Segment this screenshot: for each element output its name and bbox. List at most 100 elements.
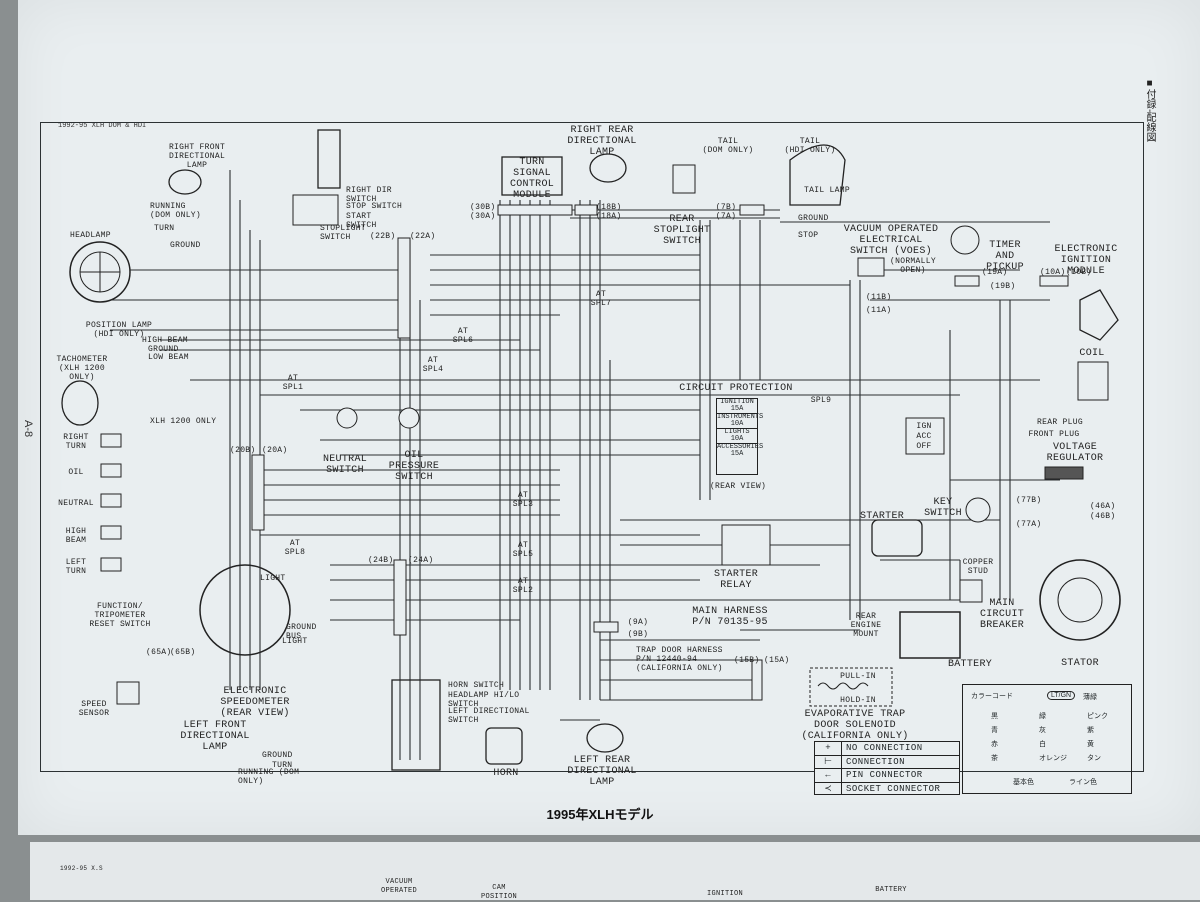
next-page-label: VACUUM OPERATED	[380, 878, 417, 895]
ground3-label: GROUND	[262, 751, 293, 760]
connector-9b: (9B)	[627, 630, 649, 639]
color-key-item: 茶	[991, 755, 998, 762]
section-tag: ■付録-配線図	[1144, 78, 1155, 143]
fuse-ignition: IGNITION 15A	[717, 399, 757, 414]
legend-pin-connector: ←PIN CONNECTOR	[815, 769, 959, 783]
main-harness-label: MAIN HARNESS P/N 70135-95	[692, 606, 768, 628]
ground4-label: GROUND	[798, 214, 829, 223]
connector-30a: (30A)	[470, 212, 496, 221]
color-key-item: ピンク	[1087, 713, 1108, 720]
high-beam-ind-label: HIGH BEAM	[65, 527, 87, 545]
circuit-protection-label: CIRCUIT PROTECTION	[679, 383, 793, 394]
horn-label: HORN	[493, 768, 519, 779]
high-beam-label: HIGH BEAM	[142, 336, 188, 345]
battery-icon	[899, 611, 961, 659]
speed-sensor-icon	[116, 681, 140, 705]
next-page-header: 1992-95 X.S	[60, 865, 103, 872]
legend-connection: ⊢CONNECTION	[815, 755, 959, 769]
rear-view-label: (REAR VIEW)	[709, 482, 767, 491]
splice-5: AT SPL5	[512, 541, 534, 559]
splice-3: AT SPL3	[512, 491, 534, 509]
connector-65a: (65A)	[146, 648, 172, 657]
left-rear-lamp-icon	[586, 723, 624, 753]
connector-18a: (18A)	[596, 212, 622, 221]
hold-in-label: HOLD-IN	[840, 696, 876, 705]
voes-label: VACUUM OPERATED ELECTRICAL SWITCH (VOES)	[843, 224, 939, 257]
right-rear-lamp-icon	[589, 153, 627, 183]
color-key-base: 基本色	[1013, 779, 1034, 786]
connector-65b: (65B)	[170, 648, 196, 657]
circuit-breaker-icon	[959, 579, 983, 603]
color-key-item: 黄	[1087, 741, 1094, 748]
left-rear-lamp-label: LEFT REAR DIRECTIONAL LAMP	[567, 755, 637, 788]
evap-solenoid-box	[809, 667, 893, 707]
horn-icon	[485, 727, 523, 765]
starter-relay-icon	[721, 524, 771, 566]
tail-lamp-icon	[789, 144, 846, 206]
connector-15a: (15A)	[764, 656, 790, 665]
color-key-item: 赤	[991, 741, 998, 748]
connector-blocks	[251, 204, 1069, 701]
connector-18b: (18B)	[596, 203, 622, 212]
splice-8: AT SPL8	[284, 539, 306, 557]
key-switch-icon	[965, 497, 991, 523]
tail-lamp-label: TAIL LAMP	[804, 186, 850, 195]
speedometer-icon	[199, 564, 291, 656]
connector-11b: (11B)	[866, 293, 892, 302]
timer-icon	[950, 225, 980, 255]
oil-label: OIL	[68, 468, 84, 477]
connector-10a: (10A)	[1040, 268, 1066, 277]
fuse-lights: LIGHTS 10A	[717, 429, 757, 444]
left-turn-label: LEFT TURN	[65, 558, 87, 576]
diagram-frame	[40, 122, 1144, 772]
turn-label: TURN	[154, 224, 175, 233]
speedometer-label: ELECTRONIC SPEEDOMETER (REAR VIEW)	[220, 686, 290, 719]
stop-switch-label: STOP SWITCH	[346, 202, 403, 211]
connector-10b: (10B)	[1066, 268, 1092, 277]
stator-icon	[1039, 559, 1121, 641]
color-key-item: タン	[1087, 755, 1101, 762]
right-turn-label: RIGHT TURN	[63, 433, 89, 451]
page-number: A-8	[22, 420, 34, 438]
next-page-label: CAM POSITION	[480, 884, 517, 901]
right-front-lamp-label: RIGHT FRONT DIRECTIONAL LAMP	[168, 143, 226, 170]
connector-24a: (24A)	[408, 556, 434, 565]
key-ign-label: IGN	[916, 422, 932, 431]
low-beam-label: LOW BEAM	[148, 353, 189, 362]
color-key-item: 黒	[991, 713, 998, 720]
left-front-lamp-label: LEFT FRONT DIRECTIONAL LAMP	[180, 720, 250, 753]
timer-pickup-label: TIMER AND PICKUP	[986, 240, 1024, 273]
normally-open-label: (NORMALLY OPEN)	[890, 257, 936, 275]
connector-7b: (7B)	[715, 203, 737, 212]
headlamp-icon	[69, 241, 131, 303]
color-key-stripe: ライン色	[1069, 779, 1097, 786]
fuse-block: IGNITION 15A INSTRUMENTS 10A LIGHTS 10A …	[716, 398, 763, 475]
key-switch-label: KEY SWITCH	[924, 497, 962, 519]
starter-relay-label: STARTER RELAY	[713, 569, 759, 591]
stator-label: STATOR	[1061, 658, 1099, 669]
starter-label: STARTER	[859, 511, 905, 522]
tachometer-label: TACHOMETER (XLH 1200 ONLY)	[56, 355, 108, 382]
key-switch-position-box	[905, 417, 945, 455]
voes-icon	[857, 257, 885, 277]
connector-77b: (77B)	[1016, 496, 1042, 505]
trap-door-harness-label: TRAP DOOR HARNESS P/N 12440-94 (CALIFORN…	[636, 646, 723, 673]
battery-label: BATTERY	[947, 659, 993, 670]
splice-1: AT SPL1	[282, 374, 304, 392]
neutral-switch-icon	[336, 407, 358, 429]
right-front-lamp-icon	[168, 169, 202, 195]
neutral-label: NEUTRAL	[58, 499, 94, 508]
legend-no-connection: +NO CONNECTION	[815, 742, 959, 756]
ground-label: GROUND	[170, 241, 201, 250]
connector-46b: (46B)	[1090, 512, 1116, 521]
next-page-label: IGNITION	[706, 890, 743, 898]
right-rear-lamp-label: RIGHT REAR DIRECTIONAL LAMP	[567, 125, 637, 158]
diagram-page	[18, 0, 1200, 835]
headlamp-label: HEADLAMP	[70, 231, 111, 240]
ground2-label: GROUND	[148, 345, 179, 354]
connector-11a: (11A)	[866, 306, 892, 315]
splice-7: AT SPL7	[590, 290, 612, 308]
turn2-label: TURN	[272, 761, 293, 770]
turn-signal-module-label: TURN SIGNAL CONTROL MODULE	[509, 157, 555, 201]
connector-22a: (22A)	[410, 232, 436, 241]
